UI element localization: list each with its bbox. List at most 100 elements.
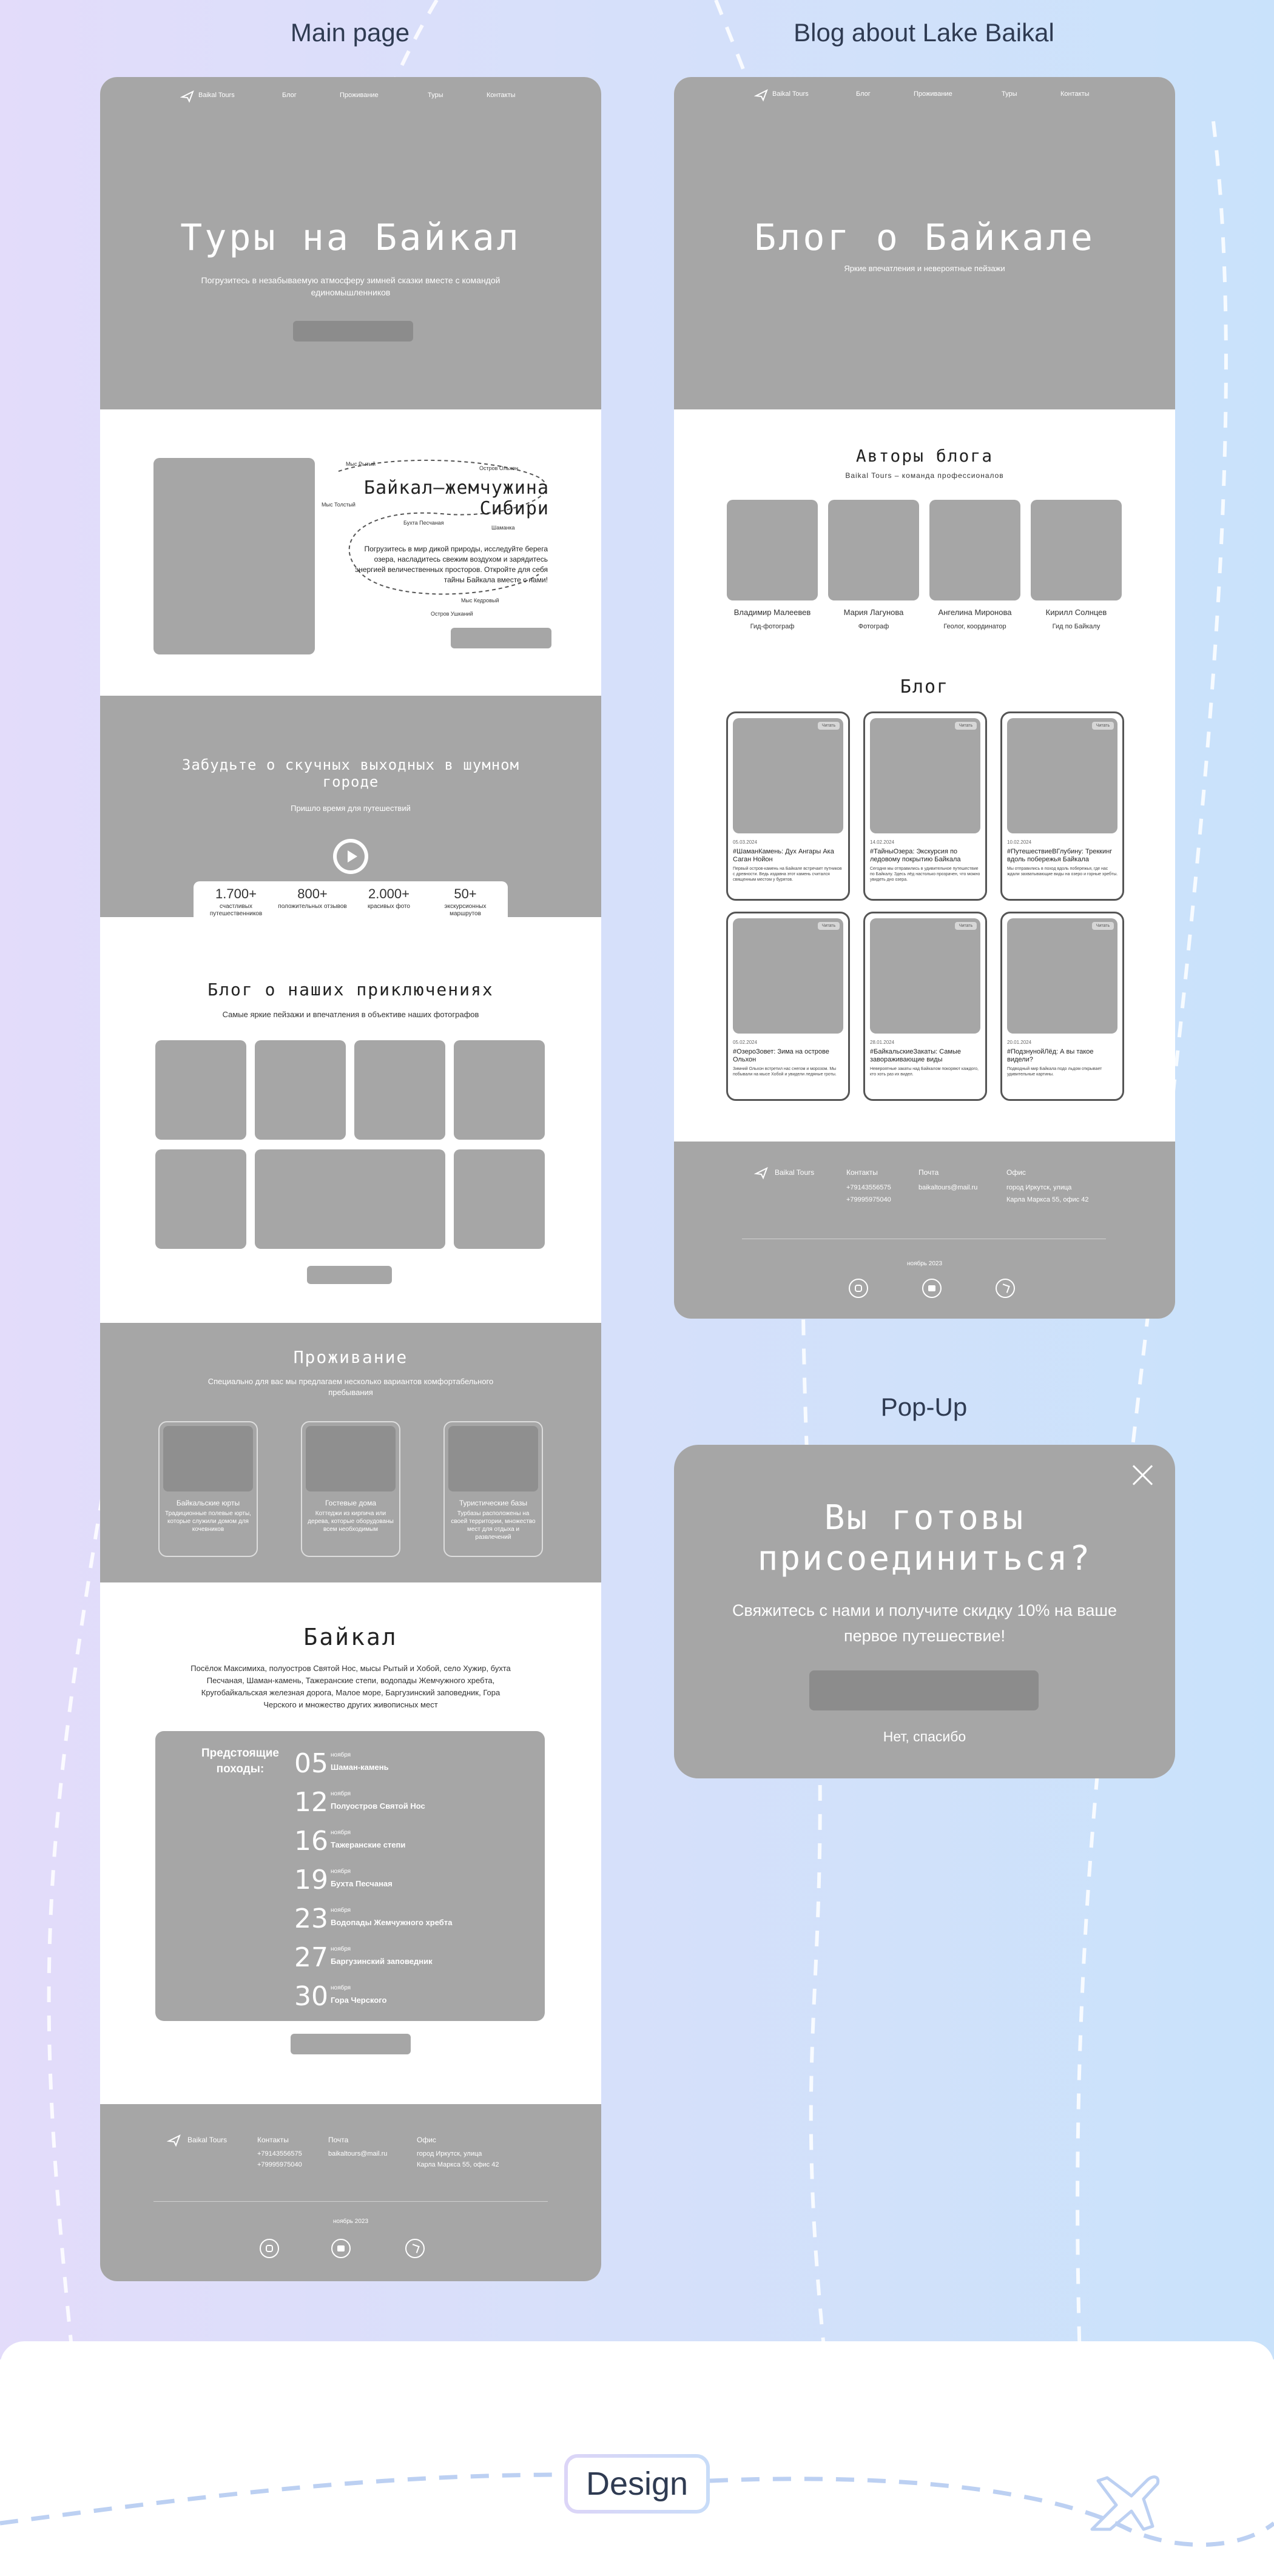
lodging-title: Проживание: [293, 1347, 408, 1367]
blog-hero: Baikal Tours Блог Проживание Туры Контак…: [674, 77, 1175, 409]
blog-post-badge[interactable]: Читать: [955, 922, 977, 930]
instagram-icon[interactable]: [260, 2239, 279, 2258]
close-icon[interactable]: [1130, 1462, 1154, 1486]
twitter-icon[interactable]: [996, 1279, 1015, 1298]
blog-post-badge[interactable]: Читать: [1092, 922, 1114, 930]
blog-post-card[interactable]: Читать 28.01.2024 #БайкальскиеЗакаты: Са…: [863, 912, 987, 1101]
hero-cta-button[interactable]: [293, 321, 413, 341]
gallery-more-button[interactable]: [307, 1266, 392, 1284]
author-photo[interactable]: [1031, 500, 1122, 600]
gallery-photo[interactable]: [255, 1149, 445, 1249]
plane-icon: [180, 90, 194, 103]
blog-post-card[interactable]: Читать 05.03.2024 #ШаманКамень: Дух Анга…: [726, 711, 850, 901]
gallery-photo[interactable]: [354, 1040, 445, 1140]
author-photo[interactable]: [727, 500, 818, 600]
blog-post-card[interactable]: Читать 05.02.2024 #ОзероЗовет: Зима на о…: [726, 912, 850, 1101]
nav-item-blog[interactable]: Блог: [856, 90, 871, 98]
trip-day: 05: [294, 1748, 328, 1779]
blog-post-card[interactable]: Читать 10.02.2024 #ПутешествиеВГлубину: …: [1000, 711, 1124, 901]
trip-month: ноября: [331, 1868, 351, 1875]
logo[interactable]: [180, 89, 195, 107]
pearl-button[interactable]: [451, 628, 551, 648]
footer-office-label: Офис: [1006, 1168, 1026, 1177]
hero-title: Туры на Байкал: [180, 217, 521, 259]
footer-brand[interactable]: Baikal Tours: [187, 2136, 228, 2144]
gallery-photo[interactable]: [155, 1040, 246, 1140]
popup-modal: Вы готовы присоединиться? Свяжитесь с на…: [674, 1445, 1175, 1778]
gallery-photo[interactable]: [454, 1040, 545, 1140]
author-photo[interactable]: [828, 500, 919, 600]
gallery-photo[interactable]: [454, 1149, 545, 1249]
lodging-subtitle: Специально для вас мы предлагаем несколь…: [207, 1377, 494, 1397]
lodging-card[interactable]: Гостевые дома Коттеджи из кирпича или де…: [301, 1421, 400, 1557]
map-label-1: Мыс Рытый: [346, 461, 376, 467]
gallery-photo[interactable]: [255, 1040, 346, 1140]
author-photo[interactable]: [929, 500, 1020, 600]
play-button[interactable]: [333, 839, 368, 874]
author-name: Кирилл Солнцев: [1045, 608, 1107, 617]
trips-button[interactable]: [291, 2034, 411, 2054]
footer-email[interactable]: baikaltours@mail.ru: [918, 1184, 978, 1191]
nav-item-contacts[interactable]: Контакты: [1060, 90, 1090, 98]
nav-item-lodging[interactable]: Проживание: [340, 92, 379, 99]
stat-label-4: экскурсионных маршрутов: [444, 903, 487, 917]
nav-item-lodging[interactable]: Проживание: [914, 90, 952, 98]
blog-post-title: #ШаманКамень: Дух Ангары Ака Саган Нойон: [733, 848, 834, 863]
youtube-icon[interactable]: [922, 1279, 942, 1298]
stat-value-1: 1.700+: [215, 886, 257, 901]
column-title-popup: Pop-Up: [880, 1393, 968, 1421]
nav-brand[interactable]: Baikal Tours: [198, 92, 235, 99]
blog-post-badge[interactable]: Читать: [818, 922, 840, 930]
blog-post-badge[interactable]: Читать: [955, 722, 977, 730]
footer-phone-1[interactable]: +79143556575: [846, 1184, 891, 1191]
nav-item-contacts[interactable]: Контакты: [487, 92, 516, 99]
blog-post-badge[interactable]: Читать: [1092, 722, 1114, 730]
footer-phone-2[interactable]: +79995975040: [257, 2161, 302, 2168]
blog-post-card[interactable]: Читать 20.01.2024 #ПодзнунойЛёд: А вы та…: [1000, 912, 1124, 1101]
footer-phone-1[interactable]: +79143556575: [257, 2150, 302, 2157]
gallery-photo[interactable]: [155, 1149, 246, 1249]
footer-email[interactable]: baikaltours@mail.ru: [328, 2150, 388, 2157]
escape-title-line2: городе: [322, 773, 379, 790]
twitter-icon[interactable]: [405, 2239, 425, 2258]
nav-brand[interactable]: Baikal Tours: [772, 90, 809, 98]
blog-post-text: Невероятные закаты над Байкалом покоряют…: [870, 1067, 979, 1077]
route-map-decoration: [338, 459, 547, 595]
trip-day: 27: [294, 1942, 328, 1973]
blog-post-image: [1007, 918, 1117, 1034]
blog-post-image: [733, 718, 843, 833]
nav-item-tours[interactable]: Туры: [428, 92, 443, 99]
author-role: Гид-фотограф: [750, 623, 795, 630]
lodging-card-title: Гостевые дома: [325, 1499, 376, 1507]
youtube-icon[interactable]: [331, 2239, 351, 2258]
author-name: Мария Лагунова: [843, 608, 904, 617]
popup-cta-button[interactable]: [809, 1670, 1039, 1710]
nav-item-tours[interactable]: Туры: [1002, 90, 1017, 98]
popup-decline-link[interactable]: Нет, спасибо: [883, 1729, 966, 1744]
nav-item-blog[interactable]: Блог: [282, 92, 297, 99]
blog-post-card[interactable]: Читать 14.02.2024 #ТайныОзера: Экскурсия…: [863, 711, 987, 901]
lodging-card[interactable]: Туристические базы Турбазы расположены н…: [443, 1421, 543, 1557]
blog-post-badge[interactable]: Читать: [818, 722, 840, 730]
footer-phone-2[interactable]: +79995975040: [846, 1196, 891, 1203]
lodging-card-text: Традиционные полевые юрты, которые служи…: [165, 1510, 251, 1533]
blog-post-date: 20.01.2024: [1007, 1040, 1032, 1045]
author-role: Гид по Байкалу: [1052, 623, 1100, 630]
blog-post-text: Подводный мир Байкала подо льдом открыва…: [1007, 1067, 1102, 1077]
trip-month: ноября: [331, 1946, 351, 1952]
column-title-blog: Blog about Lake Baikal: [794, 18, 1054, 47]
map-label-4: Шаманка: [491, 525, 515, 531]
blog-post-date: 05.03.2024: [733, 839, 758, 845]
instagram-icon[interactable]: [849, 1279, 868, 1298]
trip-month: ноября: [331, 1907, 351, 1914]
lodging-card[interactable]: Байкальские юрты Традиционные полевые юр…: [158, 1421, 258, 1557]
footer-brand[interactable]: Baikal Tours: [775, 1168, 815, 1177]
design-footer-area: Design: [0, 2341, 1274, 2576]
